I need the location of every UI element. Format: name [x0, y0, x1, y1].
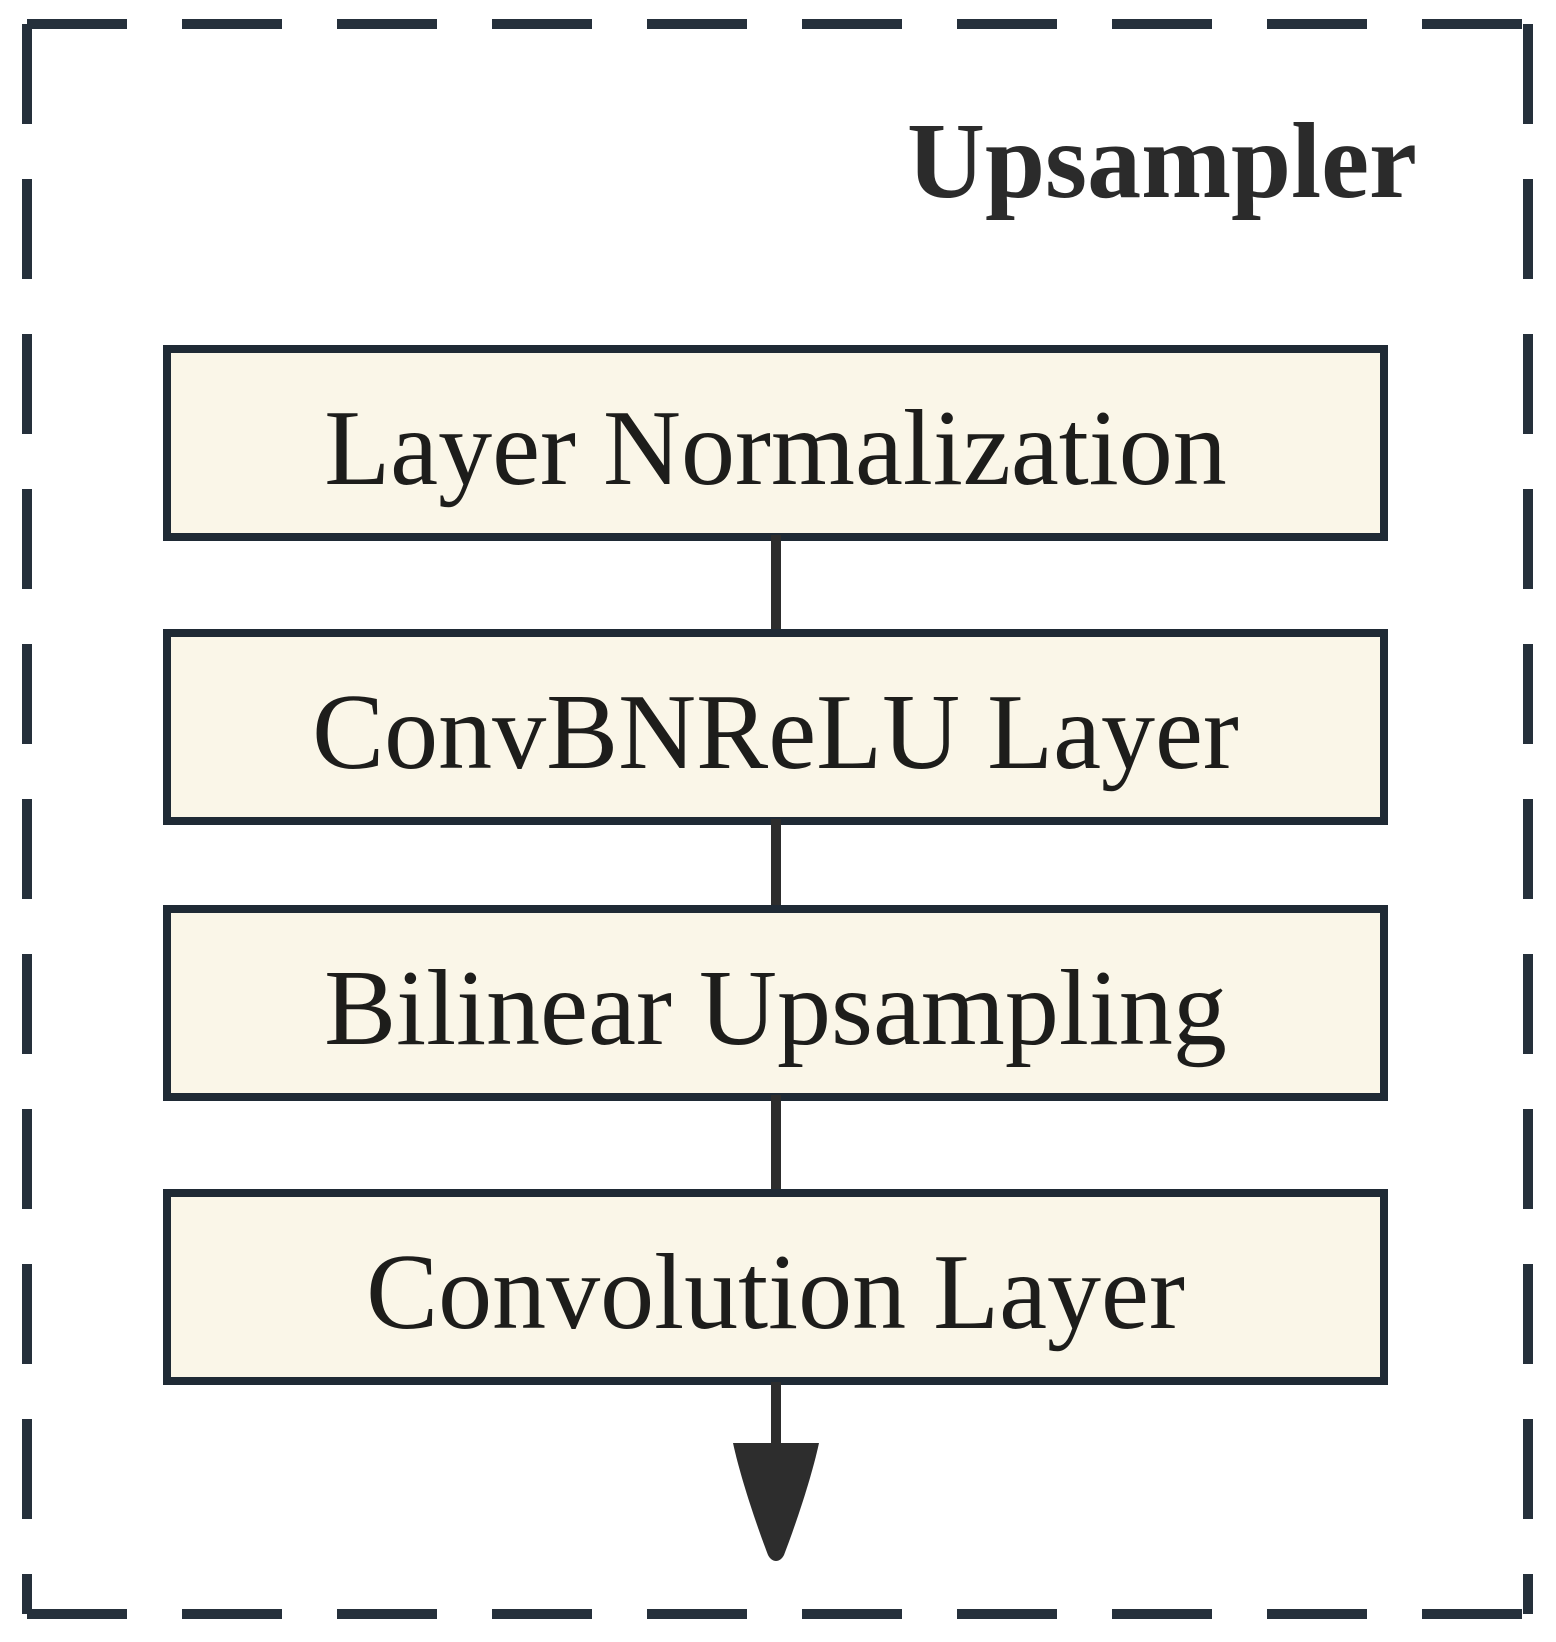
connector-line [771, 819, 781, 911]
node-convolution-layer: Convolution Layer [163, 1189, 1388, 1385]
node-label: Bilinear Upsampling [324, 949, 1227, 1068]
node-bilinear-upsampling: Bilinear Upsampling [163, 905, 1388, 1101]
node-layer-normalization: Layer Normalization [163, 345, 1388, 541]
node-label: Layer Normalization [324, 389, 1227, 508]
connector-line [771, 535, 781, 635]
node-label: Convolution Layer [366, 1233, 1185, 1352]
node-label: ConvBNReLU Layer [312, 673, 1239, 792]
module-title: Upsampler [907, 102, 1417, 221]
node-convbnrelu-layer: ConvBNReLU Layer [163, 629, 1388, 825]
connector-line [771, 1095, 781, 1195]
output-down-arrow-icon [733, 1382, 819, 1561]
